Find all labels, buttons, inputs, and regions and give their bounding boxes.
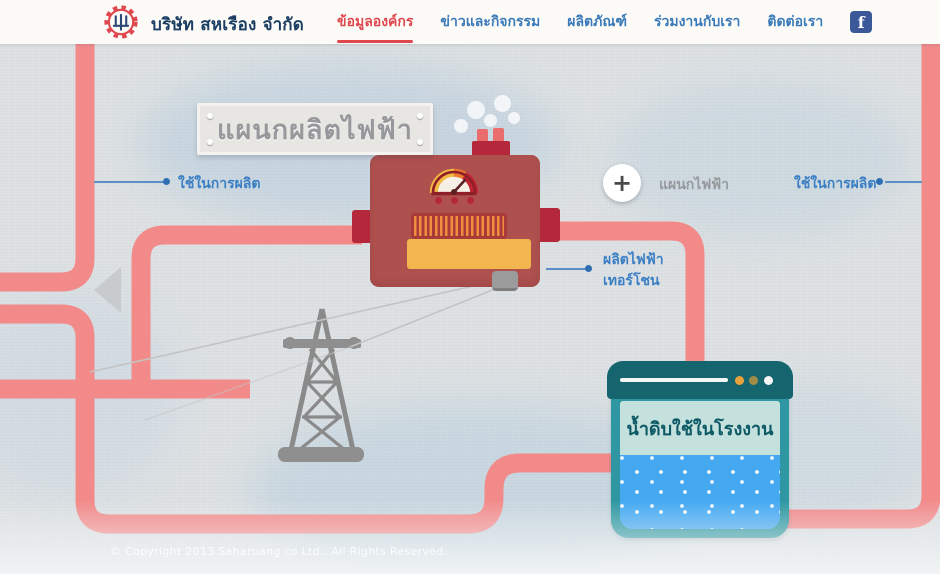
raw-water — [620, 455, 780, 529]
smoke-puff — [454, 119, 468, 133]
wire-terminal — [492, 271, 518, 291]
lid-handle — [620, 378, 728, 382]
pressure-gauge — [429, 168, 479, 196]
screw-icon — [207, 113, 213, 119]
machine-label: ผลิตไฟฟ้า เทอร์โชน — [603, 250, 664, 292]
bg-watercolor — [610, 84, 910, 234]
smoke-puff — [494, 95, 511, 112]
nav-item-careers[interactable]: ร่วมงานกับเรา — [653, 14, 741, 30]
water-tank: น้ำดิบใช้ในโรงงาน — [607, 361, 793, 543]
nav-item-about[interactable]: ข้อมูลองค์กร — [337, 11, 414, 43]
indicator-dot — [435, 197, 442, 204]
callout-dot — [876, 178, 883, 185]
nav-item-contact[interactable]: ติดต่อเรา — [767, 14, 824, 30]
callout-line — [885, 181, 922, 183]
left-pipe-label: ใช้ในการผลิต — [178, 176, 261, 192]
screw-icon — [207, 139, 213, 145]
nav-item-news[interactable]: ข่าวและกิจกรรม — [440, 14, 541, 30]
vent-grill — [411, 213, 507, 239]
chimney-stack — [493, 128, 504, 143]
infographic-stage: น้ำดิบใช้ในโรงงาน แผนกผลิตไฟฟ้า ใช้ในการ… — [0, 44, 940, 574]
department-sign: แผนกผลิตไฟฟ้า — [197, 103, 433, 155]
page-title: แผนกผลิตไฟฟ้า — [217, 114, 413, 146]
smoke-puff — [467, 101, 485, 119]
lid-indicator-white — [764, 376, 773, 385]
gear-logo-icon — [102, 3, 140, 45]
main-nav: ข้อมูลองค์กร ข่าวและกิจกรรม ผลิตภัณฑ์ ร่… — [337, 0, 873, 44]
callout-dot — [163, 178, 170, 185]
machine-label-line1: ผลิตไฟฟ้า — [603, 252, 664, 268]
indicator-dot — [451, 197, 458, 204]
facebook-icon[interactable]: f — [850, 11, 873, 33]
brand[interactable]: บริษัท สหเรือง จำกัด — [102, 3, 304, 45]
top-navigation-bar: บริษัท สหเรือง จำกัด ข้อมูลองค์กร ข่าวแล… — [0, 0, 940, 44]
callout-line — [546, 268, 588, 270]
company-name: บริษัท สหเรือง จำกัด — [151, 14, 305, 35]
tank-label: น้ำดิบใช้ในโรงงาน — [626, 418, 774, 440]
tank-lid — [607, 361, 793, 399]
screw-icon — [417, 113, 423, 119]
chimney-stack — [477, 129, 488, 143]
right-pipe-label: ใช้ในการผลิต — [794, 176, 877, 192]
callout-line — [94, 181, 164, 183]
machine-left-port — [352, 210, 372, 243]
callout-dot — [585, 265, 592, 272]
carousel-prev-icon[interactable] — [94, 267, 121, 313]
generator-machine — [350, 95, 565, 293]
lid-indicator-olive — [749, 376, 758, 385]
front-panel — [407, 239, 531, 269]
transmission-tower — [278, 308, 364, 462]
lid-indicator-orange — [735, 376, 744, 385]
indicator-dot — [467, 197, 474, 204]
expand-department-button[interactable]: + — [603, 164, 641, 202]
machine-right-port — [536, 208, 560, 242]
smoke-puff — [484, 114, 497, 127]
machine-label-line2: เทอร์โชน — [603, 273, 660, 289]
screw-icon — [417, 139, 423, 145]
copyright-text: © Copyright 2013 Saharuang co Ltd., All … — [110, 545, 448, 558]
nav-item-products[interactable]: ผลิตภัณฑ์ — [567, 14, 627, 30]
power-wires — [89, 279, 506, 421]
smoke-puff — [508, 112, 520, 124]
chimney-base — [472, 141, 510, 156]
department-label: แผนกไฟฟ้า — [659, 177, 729, 193]
tank-body: น้ำดิบใช้ในโรงงาน — [611, 392, 789, 538]
